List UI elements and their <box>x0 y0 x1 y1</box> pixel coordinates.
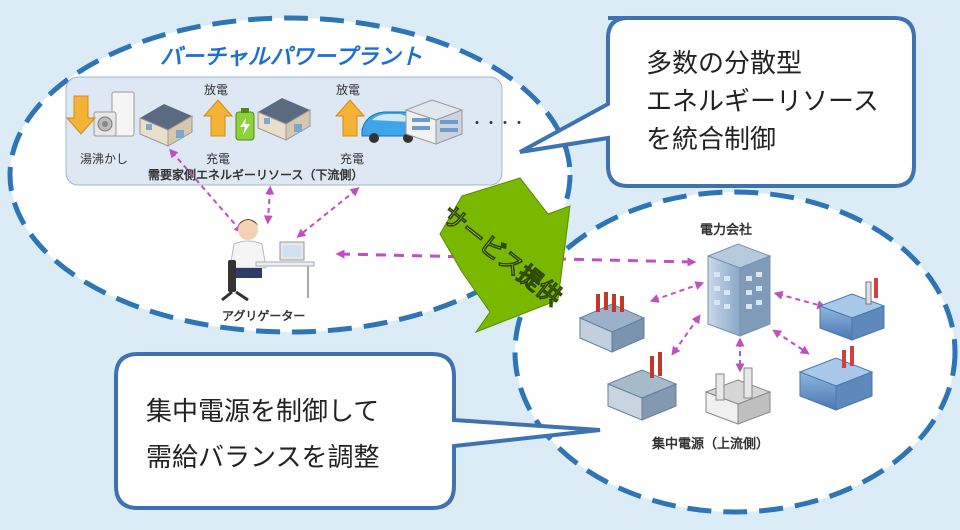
discharge-label-2: 放電 <box>336 82 360 97</box>
charge-label-2: 充電 <box>340 151 364 166</box>
callout-top-right-line-1: 多数の分散型 <box>646 49 802 79</box>
house-icon <box>257 98 311 141</box>
dashed-link <box>296 187 360 238</box>
dashed-link <box>772 329 810 355</box>
callout-bottom-left-line-2: 需給バランスを調整 <box>146 443 379 473</box>
battery-icon <box>235 108 255 141</box>
service-arrow <box>439 177 571 334</box>
charge-discharge-arrow-icon <box>202 99 234 137</box>
charge-label-1: 充電 <box>206 151 230 166</box>
factory-icon <box>818 278 886 341</box>
down-arrow-icon <box>65 95 97 135</box>
house-icon <box>139 104 193 147</box>
central-power-label: 集中電源（上流側） <box>651 436 769 452</box>
ellipsis: ・・・・ <box>470 116 526 132</box>
water-heater-label: 湯沸かし <box>80 152 128 166</box>
factory-icon <box>606 352 678 421</box>
discharge-label-1: 放電 <box>204 82 228 97</box>
factory-icon <box>798 346 874 411</box>
demand-side-label: 需要家側エネルギーリソース（下流側） <box>148 167 363 182</box>
dashed-link <box>335 249 697 267</box>
dashed-link <box>773 290 827 310</box>
callout-bottom-left <box>114 352 601 510</box>
office-building-icon <box>404 99 464 145</box>
callout-bottom-left-line-1: 集中電源を制御して <box>146 397 379 427</box>
charge-discharge-arrow-icon <box>334 99 366 137</box>
utility-ellipse <box>512 189 958 515</box>
vpp-title: バーチャルパワープラント <box>160 45 422 70</box>
aggregator-label: アグリゲーター <box>222 308 305 323</box>
aggregator-person-icon <box>221 219 315 302</box>
callout-top-right <box>519 16 916 188</box>
dashed-link <box>649 281 705 303</box>
power-plant-icon <box>704 367 772 425</box>
callout-top-right-line-2: エネルギーリソース <box>646 87 879 117</box>
factory-icon <box>578 292 646 353</box>
dashed-link <box>671 314 701 356</box>
callout-top-right-line-3: を統合制御 <box>646 125 776 155</box>
power-company-building-icon <box>706 243 772 337</box>
utility-company-label: 電力会社 <box>700 222 752 238</box>
water-heater-icon <box>93 91 135 137</box>
